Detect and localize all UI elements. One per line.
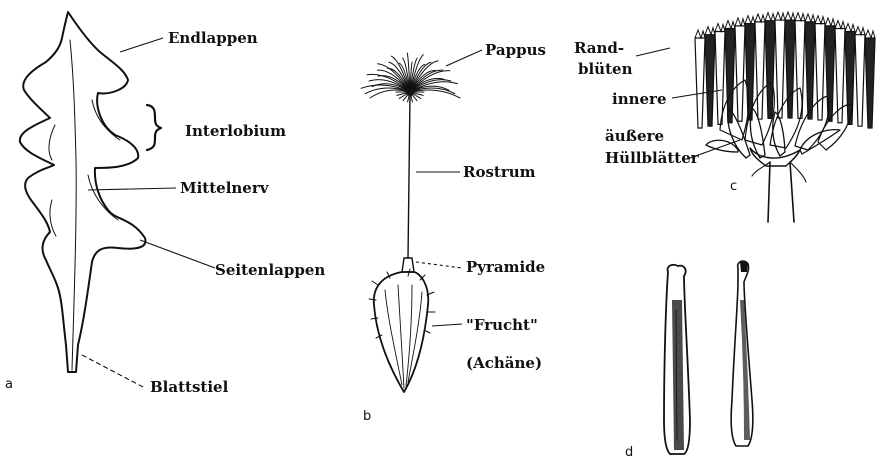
leaf-inner-line [70, 40, 76, 370]
label-pappus: Pappus [485, 41, 546, 59]
leaf-inner-lobe-4 [50, 200, 56, 236]
ray-floret-teeth [735, 18, 745, 26]
panel-c-flower-head [695, 12, 875, 222]
ray-floret-teeth [695, 30, 705, 38]
label-rand: Rand- [574, 39, 624, 57]
ray-floret-teeth [825, 18, 835, 26]
ray-floret [855, 35, 865, 126]
leaf-outline [20, 12, 146, 372]
ray-floret [825, 26, 835, 121]
panel-b-fruit [361, 53, 460, 392]
floret-right-shading [740, 300, 750, 440]
ray-floret-teeth [765, 13, 775, 21]
leader-endlappen [120, 38, 163, 52]
label-aeussere: äußere [605, 127, 664, 145]
rostrum-beak [408, 95, 410, 258]
ray-floret [755, 22, 765, 119]
ray-floret [785, 20, 795, 118]
ray-floret-teeth [755, 14, 765, 22]
ray-floret-teeth [795, 13, 805, 21]
floret-left-shading [672, 300, 684, 450]
label-frucht: "Frucht" [466, 316, 538, 334]
ray-floret [705, 35, 715, 126]
flower-stalk [768, 162, 794, 222]
pyramide-tip [402, 258, 414, 272]
ray-floret [695, 38, 705, 128]
leader-blattstiel [82, 355, 145, 388]
panel-d-floret-right [731, 261, 753, 446]
panel-letter-a: a [5, 377, 13, 392]
ray-floret [865, 38, 875, 128]
label-pyramide: Pyramide [466, 258, 545, 276]
panel-a-leaf [20, 12, 146, 372]
ray-floret-teeth [845, 23, 855, 31]
ray-floret [815, 24, 825, 120]
ray-floret-teeth [745, 16, 755, 24]
ray-floret-teeth [705, 27, 715, 35]
panel-letter-c: c [730, 179, 737, 194]
floret-right-top [740, 262, 748, 272]
ray-floret-teeth [855, 27, 865, 35]
ray-floret [795, 21, 805, 119]
panel-d-floret-left [664, 265, 690, 454]
panel-letter-d: d [625, 445, 633, 457]
label-seitenlappen: Seitenlappen [215, 261, 325, 279]
label-achaene: (Achäne) [466, 354, 542, 372]
ray-floret-teeth [715, 23, 725, 31]
ray-florets [695, 12, 875, 128]
floret-right-body [731, 261, 753, 446]
ray-floret [765, 21, 775, 119]
leader-randblueten [636, 48, 670, 56]
ray-floret [805, 22, 815, 119]
ray-floret-teeth [805, 14, 815, 22]
label-huellblaetter: Hüllblätter [605, 149, 700, 167]
ray-floret-teeth [725, 21, 735, 29]
panel-letter-b: b [363, 409, 371, 424]
leaf-inner-lobe-3 [49, 125, 55, 160]
interlobium-brace [147, 105, 161, 150]
leader-mittelnerv [88, 188, 176, 190]
ray-floret-teeth [865, 30, 875, 38]
ray-floret-teeth [775, 12, 785, 20]
ray-floret [735, 26, 745, 121]
ray-floret [845, 31, 855, 124]
label-innere: innere [612, 90, 667, 108]
label-interlobium: Interlobium [185, 122, 286, 140]
leader-pappus [446, 50, 482, 66]
receptacle-base [750, 148, 800, 166]
leader-seitenlappen [140, 240, 215, 268]
leader-frucht [432, 324, 462, 326]
leaf-inner-lobe-1 [92, 100, 120, 140]
label-blueten: blüten [578, 60, 633, 78]
stalk-bracts [752, 162, 806, 182]
label-rostrum: Rostrum [463, 163, 536, 181]
ray-floret [725, 29, 735, 123]
label-blattstiel: Blattstiel [150, 378, 229, 396]
ray-floret-teeth [785, 12, 795, 20]
label-endlappen: Endlappen [168, 29, 258, 47]
ray-floret-teeth [815, 16, 825, 24]
label-mittelnerv: Mittelnerv [180, 179, 270, 197]
achene-ribs [385, 285, 422, 388]
ray-floret-teeth [835, 21, 845, 29]
leader-pyramide [416, 262, 462, 268]
leaf-inner-lobe-2 [88, 175, 118, 220]
